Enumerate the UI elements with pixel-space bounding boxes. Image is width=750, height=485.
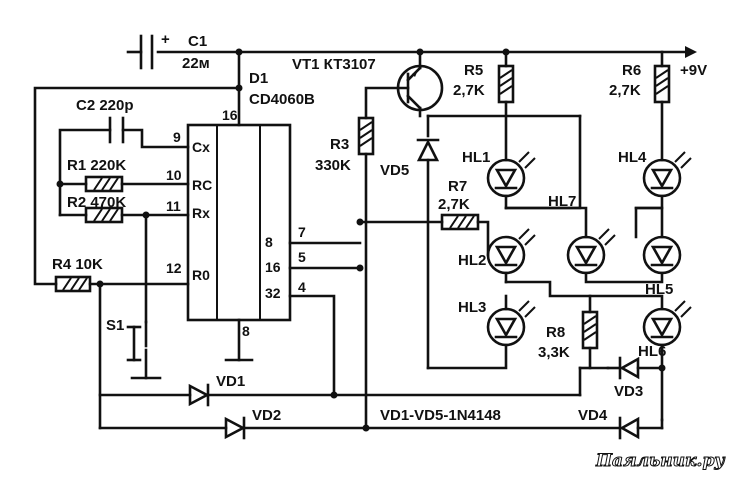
led-hl1: [486, 151, 536, 210]
led-hl6: [642, 300, 692, 347]
c1-capacitor-symbol: [126, 34, 154, 70]
hl5-label: HL5: [645, 281, 673, 298]
led-matrix-wiring: [426, 114, 664, 422]
r3-resistor: [357, 116, 375, 430]
watermark-text: Паяльник.ру: [595, 451, 725, 471]
wire-4-number: 4: [298, 279, 306, 295]
r4-label: R4 10K: [52, 256, 103, 273]
c1-label: C1: [188, 33, 207, 50]
led-hl5: [642, 235, 682, 275]
pin-8-bottom-number: 8: [242, 323, 250, 339]
s1-label: S1: [106, 317, 124, 334]
out-32-label: 32: [265, 285, 281, 301]
wire-5-number: 5: [298, 249, 306, 265]
vd2-label: VD2: [252, 407, 281, 424]
reset-loop-wire: [33, 86, 241, 286]
r5-value: 2,7K: [453, 82, 485, 99]
r8-resistor: [581, 294, 610, 370]
vd4-diode: [618, 416, 664, 440]
supply-label: +9V: [680, 62, 707, 79]
r1-r2-hatch: [93, 177, 119, 222]
s1-pushbutton: [126, 320, 162, 380]
vd3-diode: [606, 356, 666, 380]
r7-resistor: [358, 213, 490, 257]
c2-label: C2 220p: [76, 97, 134, 114]
oscillator-network: [56, 116, 190, 324]
vd1-label: VD1: [216, 373, 245, 390]
out-16-label: 16: [265, 259, 281, 275]
d1-label: D1: [249, 70, 268, 87]
r6-label: R6: [622, 62, 641, 79]
r8-label: R8: [546, 324, 565, 341]
led-hl7: [566, 228, 616, 275]
vd3-label: VD3: [614, 383, 643, 400]
vd1-diode: [98, 366, 592, 407]
ic-output-wiring: [288, 218, 364, 399]
r8-value: 3,3K: [538, 344, 570, 361]
pin-12-number: 12: [166, 260, 182, 276]
hl6-label: HL6: [638, 343, 666, 360]
hl3-label: HL3: [458, 299, 486, 316]
r3-value: 330K: [315, 157, 351, 174]
vd5-diode: [416, 114, 582, 370]
r6-value: 2,7K: [609, 82, 641, 99]
vt1-label: VT1 КТ3107: [292, 56, 376, 73]
led-hl4: [642, 151, 692, 198]
hl4-label: HL4: [618, 149, 647, 166]
vd4-label: VD4: [578, 407, 608, 424]
r1-label: R1 220K: [67, 157, 126, 174]
diodes-note: VD1-VD5-1N4148: [380, 407, 501, 424]
r7-label: R7: [448, 178, 467, 195]
led-hl2: [486, 228, 536, 275]
hl2-label: HL2: [458, 252, 486, 269]
led-hl3: [486, 300, 536, 347]
pin-9-number: 9: [173, 129, 181, 145]
r5-resistor: [497, 50, 515, 162]
c1-plus-sign: +: [161, 31, 170, 48]
out-8-label: 8: [265, 234, 273, 250]
pin-11-number: 11: [166, 198, 181, 214]
pin-16-top-number: 16: [222, 107, 238, 123]
r6-resistor: [653, 50, 671, 162]
vd2-diode: [98, 416, 622, 440]
r4-reset-wiring: [54, 275, 190, 430]
pin-rx-label: Rx: [192, 205, 210, 221]
hl7-label: HL7: [548, 193, 576, 210]
r2-label: R2 470K: [67, 194, 126, 211]
pin-rc-label: RC: [192, 177, 212, 193]
r3-label: R3: [330, 136, 349, 153]
pin-r0-label: R0: [192, 267, 210, 283]
vt1-transistor-symbol: [364, 50, 444, 120]
hl1-label: HL1: [462, 149, 490, 166]
r5-label: R5: [464, 62, 483, 79]
wire-7-number: 7: [298, 224, 306, 240]
pin-cx-label: Cx: [192, 139, 210, 155]
r7-value: 2,7K: [438, 196, 470, 213]
d1-type: CD4060B: [249, 91, 315, 108]
vd5-label: VD5: [380, 162, 409, 179]
c1-value: 22м: [182, 55, 210, 72]
pin-10-number: 10: [166, 167, 182, 183]
